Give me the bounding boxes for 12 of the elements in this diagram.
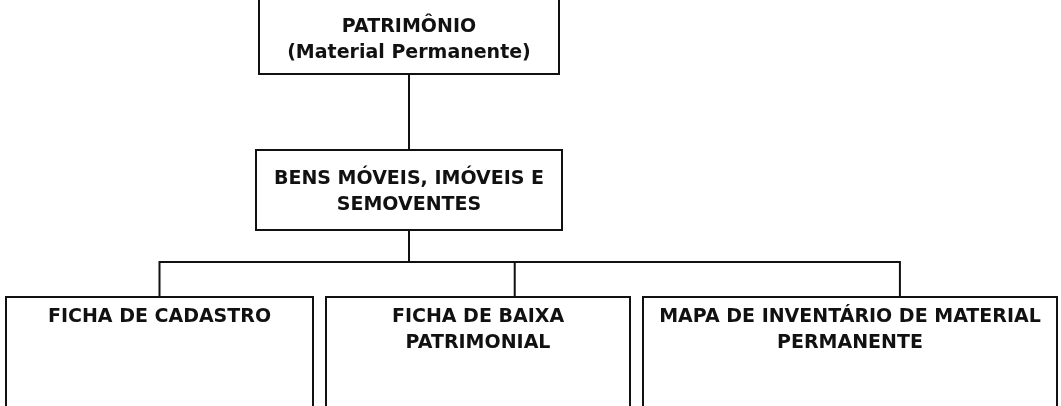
box-label: MAPA DE INVENTÁRIO DE MATERIAL PERMANENTE [658, 303, 1042, 354]
text-box [258, 0, 560, 75]
connector-line [408, 74, 410, 150]
box-label: FICHA DE CADASTRO [47, 303, 272, 328]
box-label: FICHA DE BAIXA PATRIMONIAL [390, 303, 566, 354]
box-label: PATRIMÔNIO [341, 12, 477, 38]
box-label: BENS MÓVEIS, IMÓVEIS E SEMOVENTES [272, 164, 546, 216]
box-label: (Material Permanente) [287, 39, 531, 64]
text-box [255, 149, 563, 231]
text-box [5, 296, 314, 406]
text-box [642, 296, 1058, 406]
text-box [325, 296, 631, 406]
